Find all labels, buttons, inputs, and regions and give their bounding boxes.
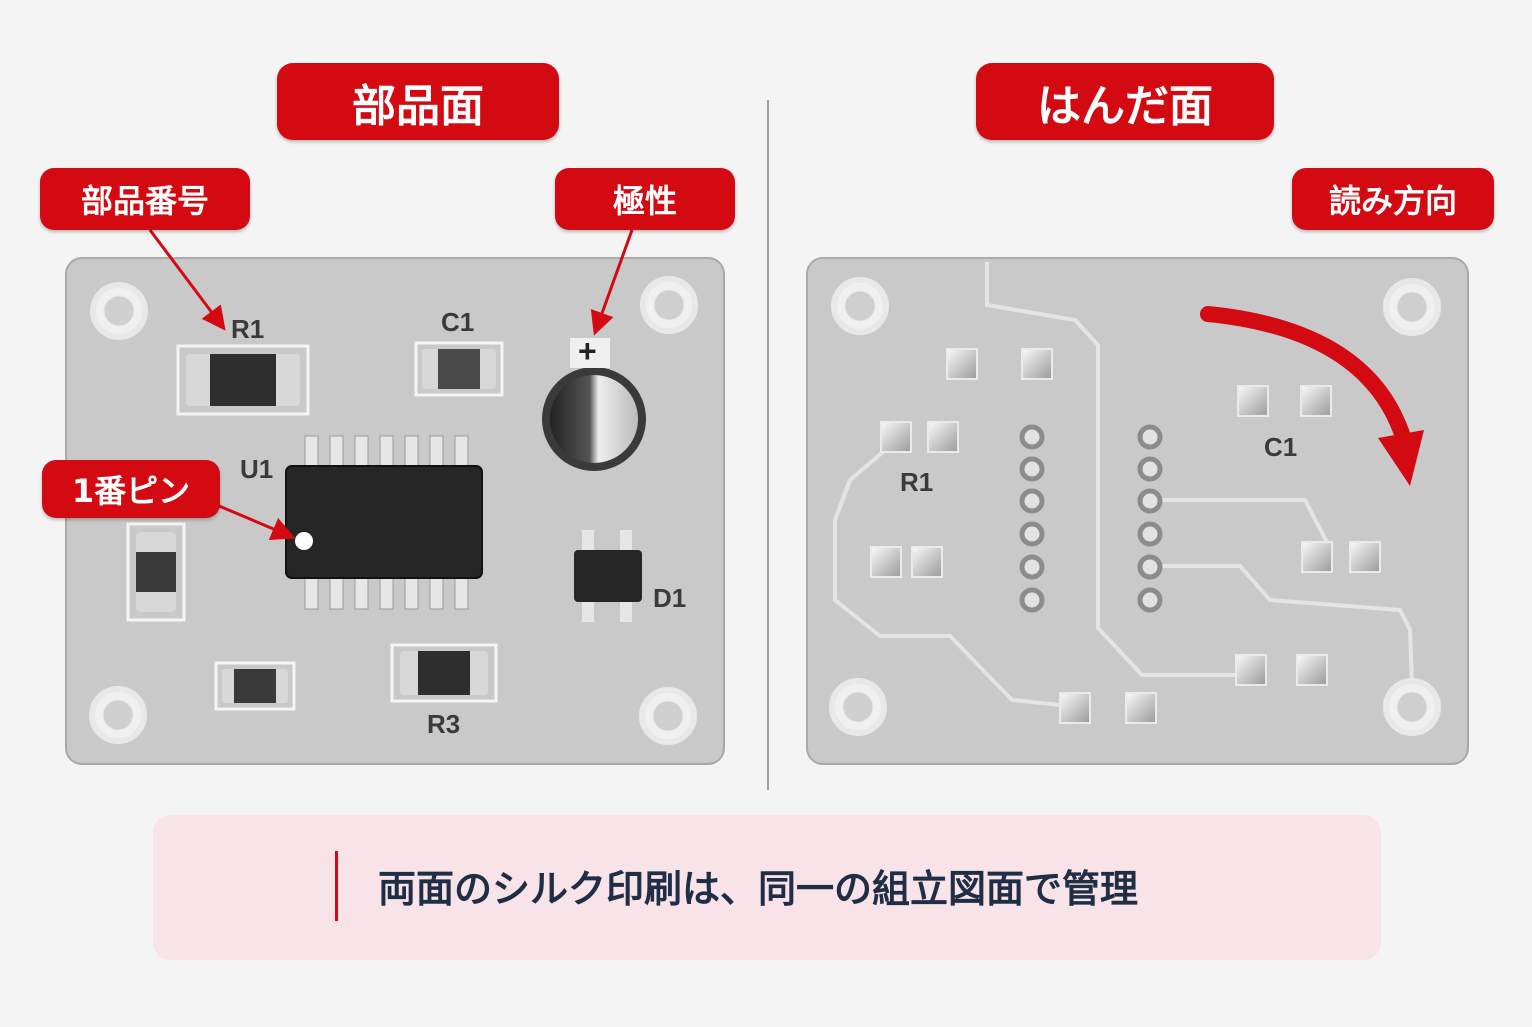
through-hole-pin	[1019, 424, 1163, 613]
component-side-title: 部品面	[277, 63, 559, 140]
silk-r3: R3	[427, 709, 460, 739]
capacitor-c1	[414, 341, 504, 397]
diode-d1	[574, 530, 642, 622]
mounting-hole	[829, 277, 1441, 736]
panel-divider	[767, 100, 769, 790]
silk-r1-solder: R1	[900, 467, 933, 497]
electrolytic-capacitor	[542, 338, 646, 471]
resistor-bottom	[214, 661, 296, 711]
solder-side-title: はんだ面	[976, 63, 1274, 140]
copper-trace	[833, 262, 1414, 707]
info-banner	[153, 815, 1381, 960]
resistor-r3	[390, 643, 498, 703]
resistor-r1	[176, 344, 310, 416]
callout-polarity: 極性	[555, 168, 735, 230]
mounting-hole	[89, 276, 698, 745]
silk-u1: U1	[240, 454, 273, 484]
banner-text: 両面のシルク印刷は、同一の組立図面で管理	[378, 867, 1139, 911]
component-side-board: R1 C1 U1 D1 R3 +	[65, 229, 725, 765]
silk-r1: R1	[231, 314, 264, 344]
read-direction-arrow-icon	[1200, 306, 1424, 486]
callout-ref-designator: 部品番号	[40, 168, 250, 230]
silk-plus: +	[578, 333, 597, 369]
resistor-vertical	[126, 522, 186, 622]
silk-d1: D1	[653, 583, 686, 613]
banner-separator	[335, 851, 338, 921]
callout-read-direction: 読み方向	[1292, 168, 1494, 230]
silk-c1-solder: C1	[1264, 432, 1297, 462]
smd-pad	[870, 348, 1381, 724]
callout-arrow-polarity	[590, 229, 634, 336]
pin1-dot	[295, 532, 313, 550]
callout-arrow-ref	[148, 229, 226, 331]
silk-c1: C1	[441, 307, 474, 337]
solder-side-board: R1 C1	[806, 257, 1469, 765]
callout-pin1: 1番ピン	[42, 460, 220, 518]
